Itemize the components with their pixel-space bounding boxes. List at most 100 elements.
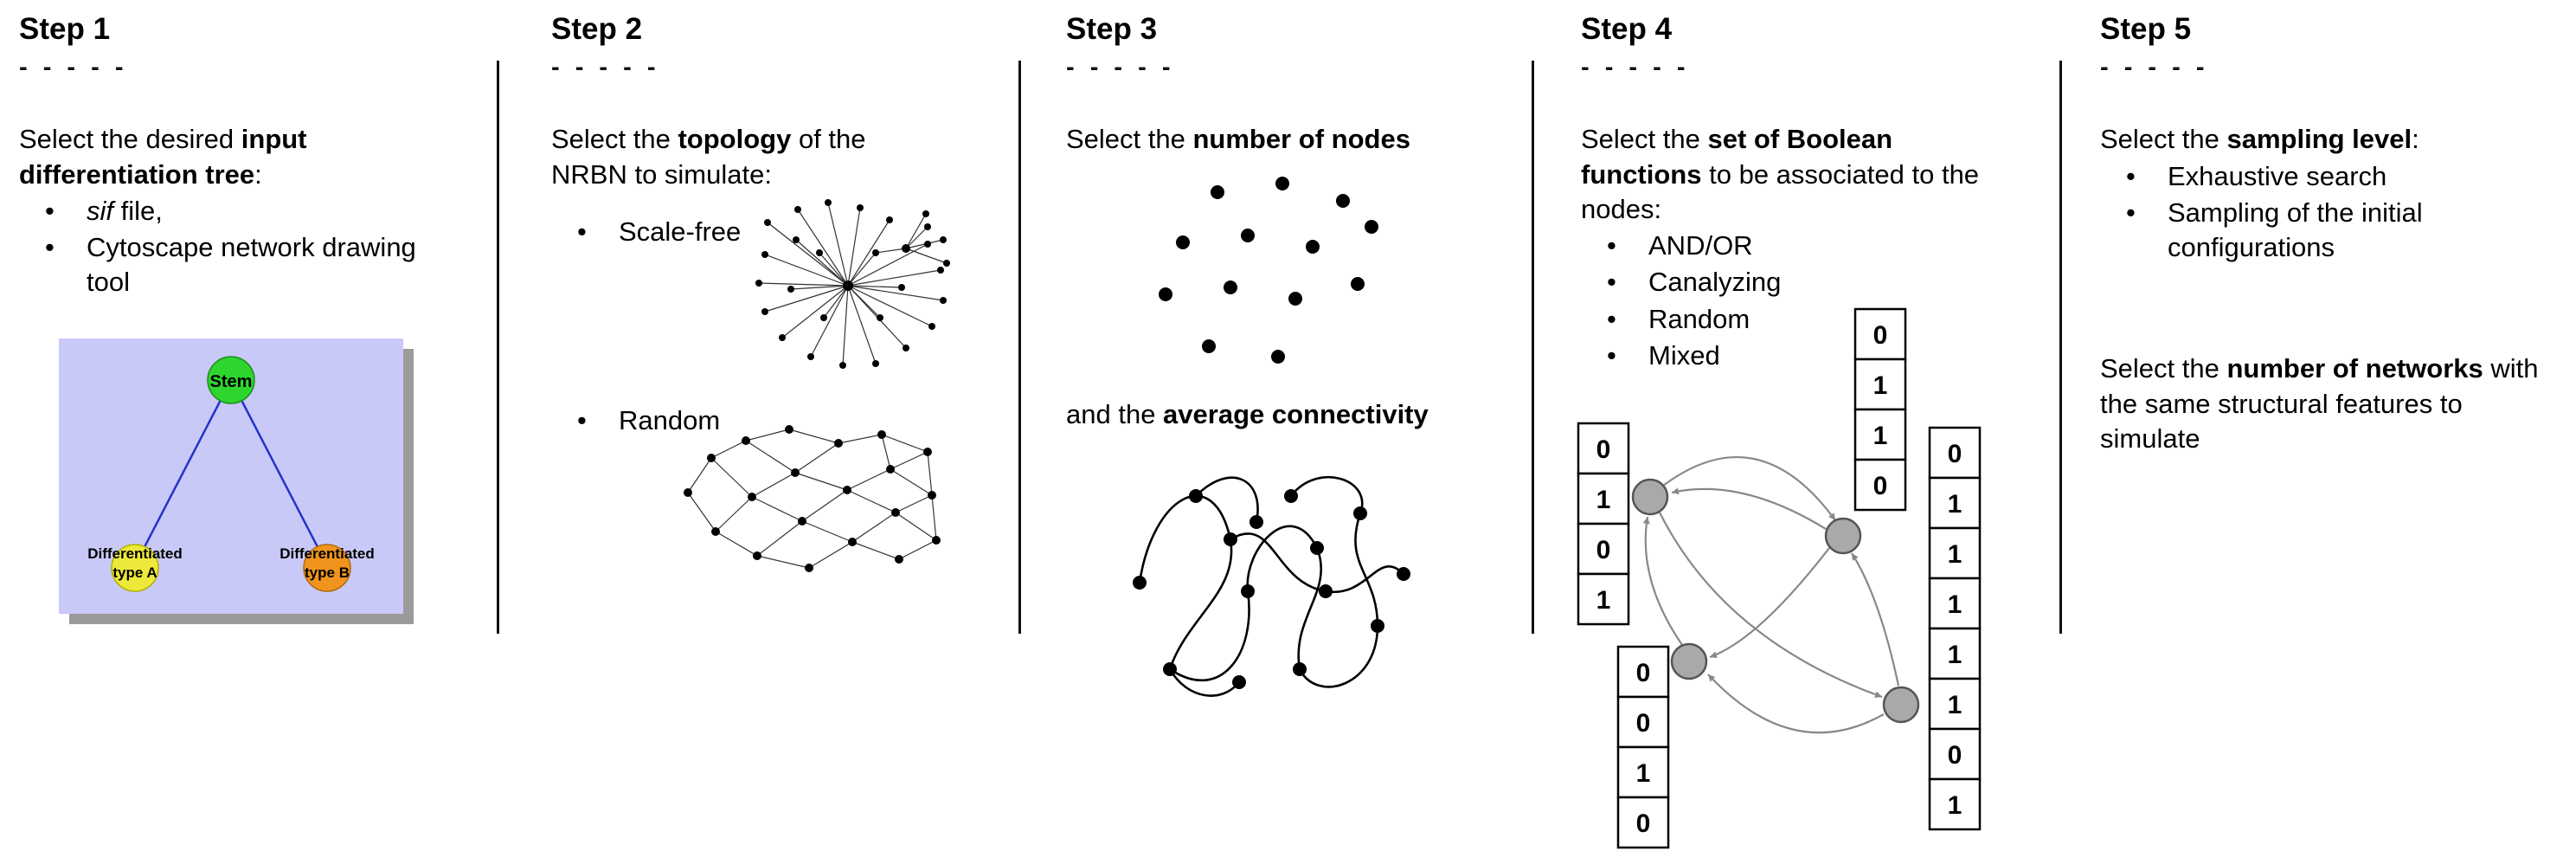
truth-cell: 1 bbox=[1948, 791, 1963, 820]
truth-cell: 1 bbox=[1596, 486, 1611, 514]
step5-para2-bold: number of networks bbox=[2226, 353, 2483, 384]
type-a-label-line2: type A bbox=[112, 564, 157, 581]
stem-node bbox=[207, 355, 255, 404]
step2-intro-bold: topology bbox=[678, 124, 792, 155]
scale-free-nodes bbox=[755, 199, 950, 369]
step4-bullet-canalyzing: Canalyzing bbox=[1581, 265, 1988, 300]
step5-intro-pre: Select the bbox=[2100, 124, 2227, 155]
truth-cell: 1 bbox=[1873, 422, 1888, 450]
truth-cell: 0 bbox=[1636, 659, 1651, 687]
step3-line2-pre: and the bbox=[1066, 398, 1164, 429]
random-network-edges bbox=[687, 429, 937, 569]
step5-column: Step 5 - - - - - Select the sampling lev… bbox=[2100, 12, 2563, 456]
truth-cell: 0 bbox=[1596, 435, 1611, 464]
column-divider bbox=[2059, 61, 2062, 634]
truth-cell: 0 bbox=[1596, 536, 1611, 564]
truth-cell: 1 bbox=[1873, 371, 1888, 400]
step3-line2-bold: average connectivity bbox=[1163, 398, 1429, 429]
truth-table-bottom-left: 0 0 1 0 bbox=[1616, 645, 1670, 849]
type-b-label-line2: type B bbox=[305, 564, 350, 581]
gray-node-a bbox=[1631, 478, 1669, 516]
step1-bullet-sif-file: sif file, bbox=[19, 194, 456, 229]
step5-bullets: Exhaustive search Sampling of the initia… bbox=[2100, 159, 2563, 266]
truth-table-top: 0 1 1 0 bbox=[1853, 307, 1907, 512]
truth-cell: 1 bbox=[1948, 590, 1963, 619]
step2-intro: Select the topology of the NRBN to simul… bbox=[551, 122, 932, 192]
gray-node-d bbox=[1882, 686, 1920, 724]
tree-edge-stem-to-a bbox=[133, 379, 233, 566]
step4-column: Step 4 - - - - - Select the set of Boole… bbox=[1577, 12, 1988, 849]
column-divider bbox=[1532, 61, 1534, 634]
truth-cell: 1 bbox=[1948, 691, 1963, 719]
truth-cell: 1 bbox=[1596, 586, 1611, 615]
step4-intro-pre: Select the bbox=[1581, 124, 1708, 155]
step4-intro: Select the set of Boolean functions to b… bbox=[1581, 122, 1988, 227]
connectivity-nodes bbox=[1133, 488, 1410, 689]
truth-cell: 1 bbox=[1948, 490, 1963, 519]
step4-bullet-random: Random bbox=[1581, 302, 1988, 338]
step3-column: Step 3 - - - - - Select the number of no… bbox=[1066, 12, 1529, 717]
step5-intro-post: : bbox=[2412, 124, 2419, 155]
type-a-label-line1: Differentiated bbox=[87, 545, 183, 562]
truth-cell: 0 bbox=[1636, 809, 1651, 838]
step4-intro-post: to be associated to the nodes: bbox=[1581, 158, 1980, 224]
step3-title: Step 3 bbox=[1066, 12, 1158, 46]
scattered-dots bbox=[1159, 176, 1378, 364]
step1-dashes: - - - - - bbox=[19, 54, 128, 82]
step2-bullets: Scale-free Random bbox=[551, 215, 932, 439]
stem-node-label: Stem bbox=[210, 372, 253, 391]
truth-cell: 1 bbox=[1948, 641, 1963, 669]
type-b-label-line1: Differentiated bbox=[279, 545, 375, 562]
step5-dashes: - - - - - bbox=[2100, 54, 2209, 82]
boolean-functions-network-image: 0 1 1 0 0 1 0 1 0 1 1 1 1 1 0 1 bbox=[1577, 307, 1982, 849]
step5-para2-pre: Select the bbox=[2100, 353, 2227, 384]
truth-cell: 0 bbox=[1873, 321, 1888, 350]
step4-dashes: - - - - - bbox=[1581, 54, 1690, 82]
step1-bullet-cytoscape: Cytoscape network drawing tool bbox=[19, 230, 456, 300]
average-connectivity-image bbox=[1133, 475, 1410, 697]
step2-intro-post: of the NRBN to simulate: bbox=[551, 124, 866, 190]
step5-para2: Select the number of networks with the s… bbox=[2100, 351, 2563, 456]
step5-intro-bold: sampling level bbox=[2226, 124, 2412, 155]
step5-intro: Select the sampling level: bbox=[2100, 122, 2563, 157]
truth-cell: 0 bbox=[1948, 440, 1963, 468]
differentiated-type-b-node bbox=[303, 543, 351, 592]
step4-title: Step 4 bbox=[1581, 12, 1673, 46]
step5-bullet-exhaustive: Exhaustive search bbox=[2100, 159, 2563, 195]
step3-line1: Select the number of nodes bbox=[1066, 122, 1529, 157]
scattered-nodes-image bbox=[1159, 176, 1378, 364]
truth-cell: 1 bbox=[1948, 540, 1963, 569]
step1-intro: Select the desired input differentiation… bbox=[19, 122, 456, 192]
truth-cell: 0 bbox=[1636, 709, 1651, 738]
step4-bullet-and-or: AND/OR bbox=[1581, 229, 1988, 264]
step5-title: Step 5 bbox=[2100, 12, 2192, 46]
truth-cell: 0 bbox=[1873, 472, 1888, 500]
truth-table-left: 0 1 0 1 bbox=[1577, 422, 1630, 626]
step4-bullets: AND/OR Canalyzing Random Mixed bbox=[1581, 229, 1988, 373]
step1-bullet1-rest: file, bbox=[113, 195, 163, 226]
step1-column: Step 1 - - - - - Select the desired inpu… bbox=[19, 12, 456, 631]
step1-intro-bold: input differentiation tree bbox=[19, 124, 307, 190]
step5-para2-post: with the same structural features to sim… bbox=[2100, 353, 2539, 455]
step3-dashes: - - - - - bbox=[1066, 54, 1175, 82]
step4-bullet-mixed: Mixed bbox=[1581, 338, 1988, 374]
scale-free-edges bbox=[758, 202, 948, 366]
gray-node-b bbox=[1824, 517, 1862, 555]
step3-line1-pre: Select the bbox=[1066, 124, 1193, 155]
differentiation-tree-image: Stem Differentiated type A Differentiate… bbox=[59, 338, 414, 624]
step2-bullet-scale-free: Scale-free bbox=[551, 215, 932, 250]
network-arrows bbox=[1642, 455, 1900, 734]
truth-table-right: 0 1 1 1 1 1 0 1 bbox=[1928, 426, 1982, 831]
truth-cell: 0 bbox=[1948, 741, 1963, 770]
step5-bullet-sampling: Sampling of the initial configurations bbox=[2100, 196, 2563, 266]
differentiated-type-a-node bbox=[111, 543, 159, 592]
random-network-nodes bbox=[684, 425, 941, 572]
scale-free-network-image bbox=[755, 199, 950, 369]
step2-dashes: - - - - - bbox=[551, 54, 660, 82]
step2-title: Step 2 bbox=[551, 12, 643, 46]
step1-bullet1-italic: sif bbox=[87, 195, 113, 226]
step1-title: Step 1 bbox=[19, 12, 111, 46]
step2-bullet-random: Random bbox=[551, 403, 932, 439]
gray-node-c bbox=[1670, 642, 1708, 680]
